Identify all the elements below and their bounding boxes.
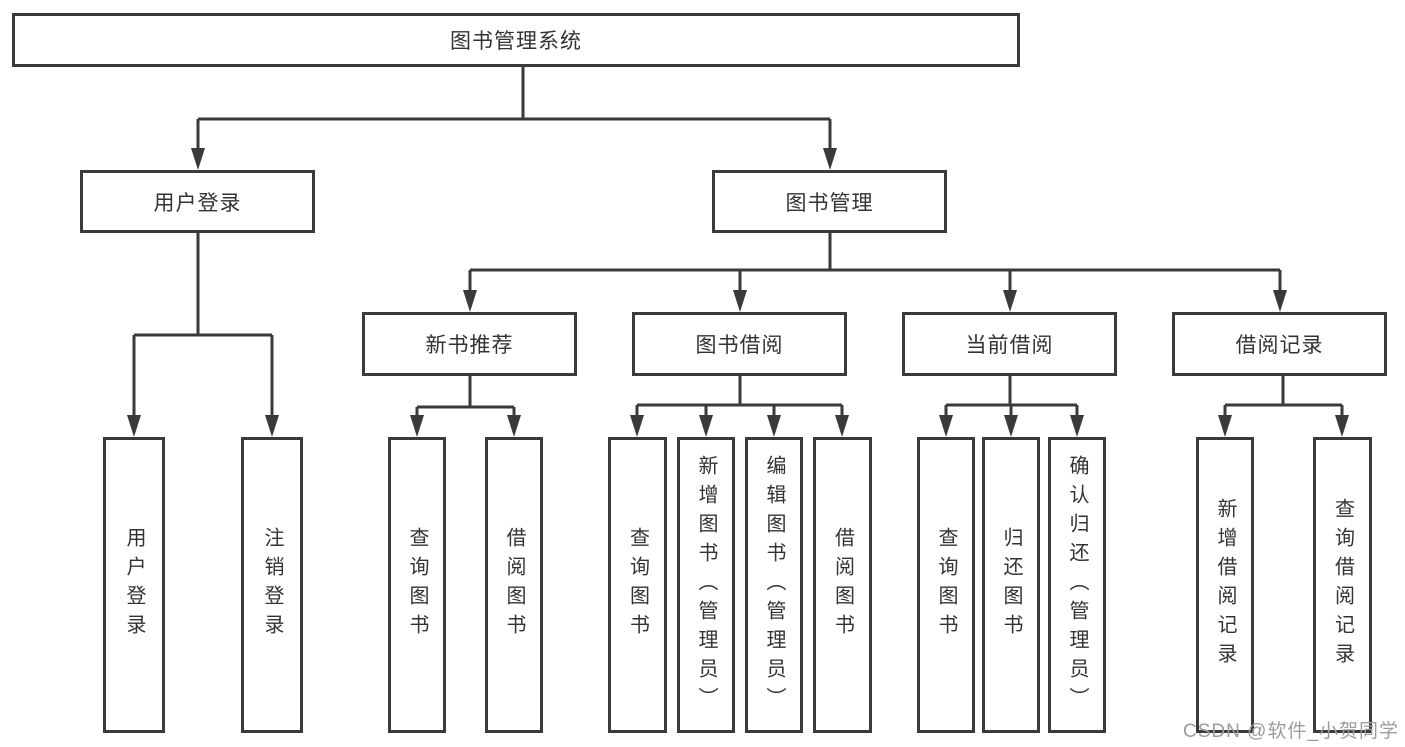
leaf-logout: 注销登录 — [241, 437, 303, 733]
node-new-book-recommend: 新书推荐 — [362, 312, 577, 376]
leaf-borrow-add-books-admin: 新增图书（管理员） — [677, 437, 735, 733]
leaf-borrow-borrow-books: 借阅图书 — [813, 437, 872, 733]
leaf-newrec-borrow-books: 借阅图书 — [485, 437, 543, 733]
leaf-record-query-borrow-record: 查询借阅记录 — [1313, 437, 1372, 733]
node-user-login: 用户登录 — [80, 170, 315, 233]
node-book-borrow: 图书借阅 — [632, 312, 847, 376]
leaf-borrow-borrow-books-label: 借阅图书 — [831, 527, 854, 643]
leaf-record-add-borrow-record: 新增借阅记录 — [1196, 437, 1254, 733]
leaf-record-query-borrow-record-label: 查询借阅记录 — [1331, 498, 1354, 672]
node-new-book-recommend-label: 新书推荐 — [425, 334, 514, 357]
node-book-management-label: 图书管理 — [785, 191, 874, 215]
node-root: 图书管理系统 — [12, 13, 1020, 67]
leaf-current-confirm-return-admin-label: 确认归还（管理员） — [1066, 454, 1088, 716]
leaf-user-login-label: 用户登录 — [123, 527, 145, 643]
node-borrow-record: 借阅记录 — [1172, 312, 1387, 376]
leaf-current-confirm-return-admin: 确认归还（管理员） — [1048, 437, 1106, 733]
leaf-newrec-query-books-label: 查询图书 — [406, 527, 428, 643]
leaf-borrow-add-books-admin-label: 新增图书（管理员） — [695, 454, 717, 716]
node-current-borrow: 当前借阅 — [902, 312, 1117, 376]
leaf-newrec-borrow-books-label: 借阅图书 — [503, 527, 525, 643]
leaf-current-query-books-label: 查询图书 — [935, 527, 957, 643]
leaf-borrow-query-books-label: 查询图书 — [626, 527, 649, 643]
node-root-label: 图书管理系统 — [450, 30, 582, 53]
leaf-borrow-edit-books-admin: 编辑图书（管理员） — [745, 437, 803, 733]
leaf-current-query-books: 查询图书 — [917, 437, 975, 733]
leaf-user-login: 用户登录 — [103, 437, 165, 733]
csdn-watermark: CSDN @软件_小贺同学 — [1183, 721, 1399, 742]
node-borrow-record-label: 借阅记录 — [1235, 334, 1324, 357]
node-book-management: 图书管理 — [712, 170, 947, 233]
leaf-record-add-borrow-record-label: 新增借阅记录 — [1214, 498, 1236, 672]
leaf-current-return-books-label: 归还图书 — [1000, 527, 1022, 643]
leaf-current-return-books: 归还图书 — [982, 437, 1040, 733]
node-current-borrow-label: 当前借阅 — [965, 334, 1054, 357]
leaf-logout-label: 注销登录 — [261, 527, 283, 643]
node-user-login-label: 用户登录 — [153, 191, 242, 215]
leaf-borrow-edit-books-admin-label: 编辑图书（管理员） — [763, 454, 785, 716]
node-book-borrow-label: 图书借阅 — [695, 334, 784, 357]
leaf-newrec-query-books: 查询图书 — [388, 437, 446, 733]
leaf-borrow-query-books: 查询图书 — [608, 437, 667, 733]
